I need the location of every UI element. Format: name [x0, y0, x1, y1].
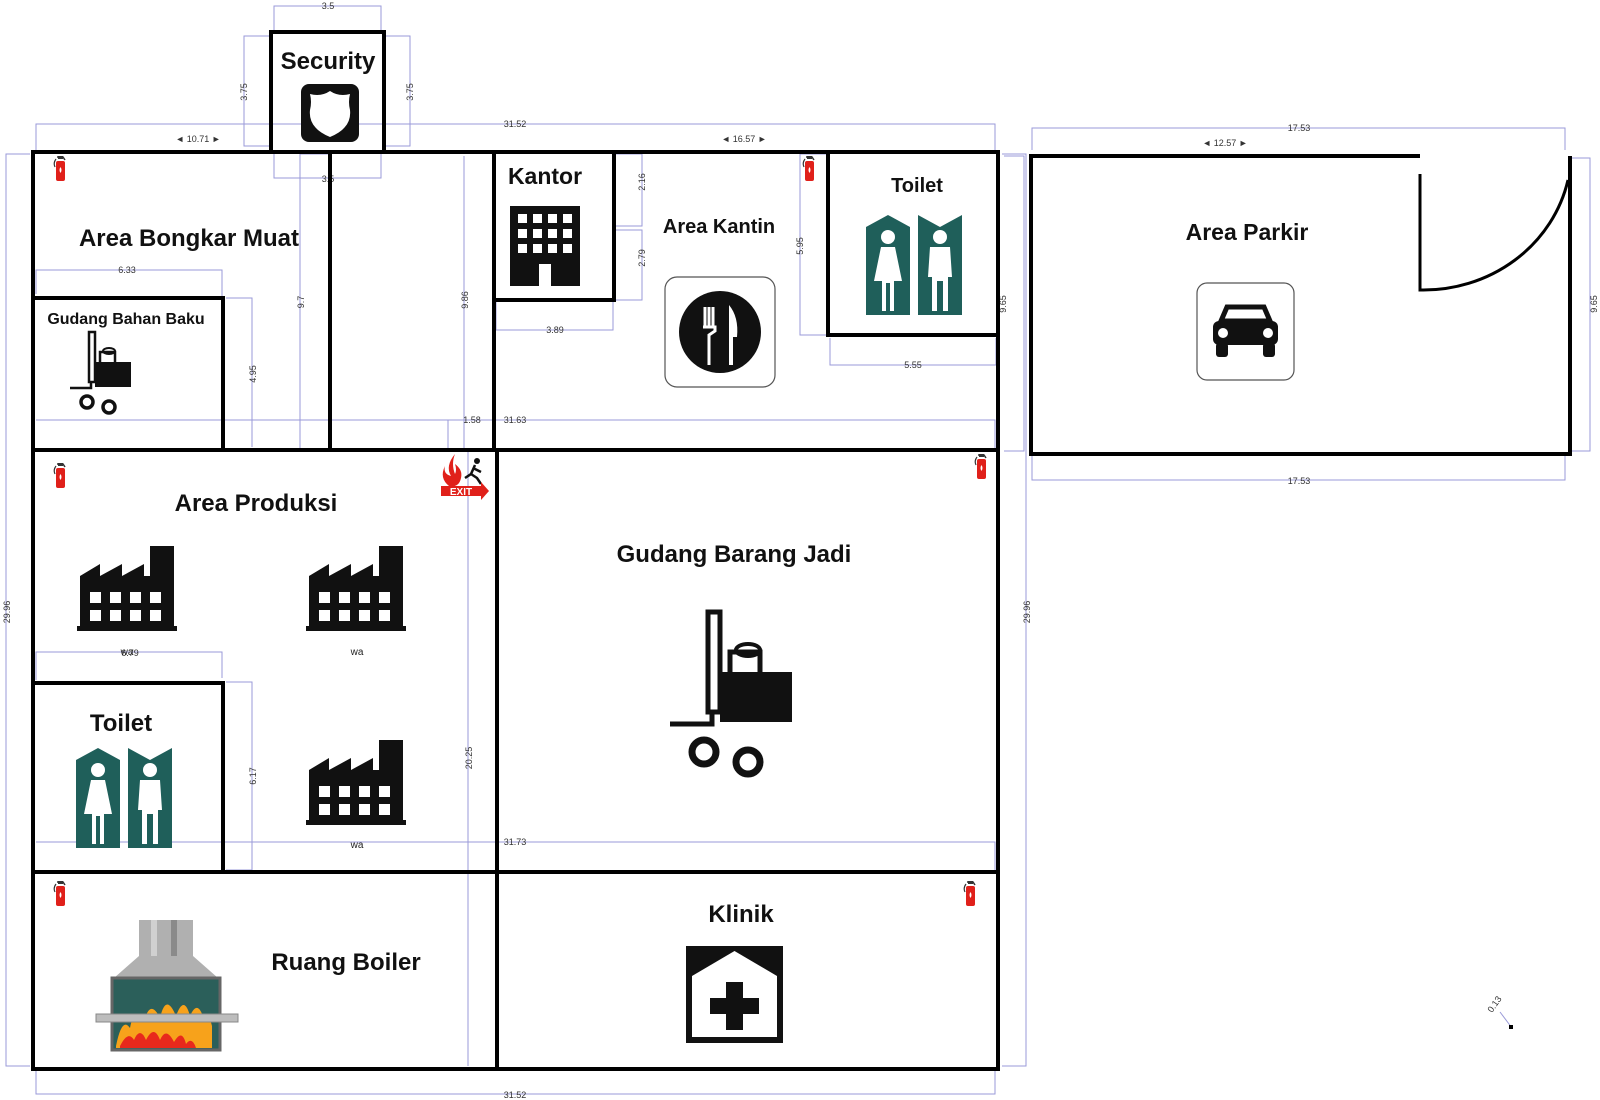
exit-label: EXIT	[450, 487, 472, 498]
room-label-kantor: Kantor	[508, 163, 582, 189]
factory-icon	[77, 546, 177, 631]
room-label-bongkar-muat: Area Bongkar Muat	[79, 225, 299, 252]
dim-kantor-h1: 2.16	[637, 173, 647, 191]
dim-bongkar-height: 9.7	[296, 296, 306, 309]
dim-corridor-height-2: 20.25	[464, 747, 474, 770]
factory-icon	[306, 740, 406, 825]
dim-toilet-left-height: 6.17	[248, 767, 258, 785]
exit-icon: EXIT	[441, 454, 489, 500]
room-label-klinik: Klinik	[708, 901, 774, 928]
dim-top-total: 31.52	[504, 119, 527, 129]
forklift-icon	[670, 612, 792, 774]
shield-icon	[301, 84, 359, 142]
room-label-gudang-barang-jadi: Gudang Barang Jadi	[617, 541, 852, 568]
dim-bottom-total: 31.52	[504, 1090, 527, 1100]
fire-extinguisher-icon	[802, 155, 815, 182]
fire-extinguisher-icon	[53, 880, 66, 907]
toilet-icon	[76, 748, 172, 848]
toilet-icon	[866, 215, 962, 315]
room-label-security: Security	[281, 48, 376, 75]
boiler-icon	[95, 920, 239, 1052]
walls	[31, 30, 1572, 1071]
fire-extinguisher-icon	[974, 453, 987, 480]
room-label-toilet-left: Toilet	[90, 710, 152, 737]
room-label-toilet-top: Toilet	[891, 175, 943, 197]
dim-toilet-top-width: 5.55	[904, 360, 922, 370]
dim-bahan-baku-height: 4.95	[248, 365, 258, 383]
fire-extinguisher-icon	[53, 462, 66, 489]
dim-row1-small: 1.58	[463, 415, 481, 425]
dim-kantor-h2: 2.79	[637, 249, 647, 267]
dim-corridor-height: 9.86	[460, 291, 470, 309]
fire-extinguisher-icon	[963, 880, 976, 907]
dim-kantor-width: 3.89	[546, 325, 564, 335]
dim-right-total: 29.96	[1022, 601, 1032, 624]
dim-row1-total: 31.63	[504, 415, 527, 425]
dim-parkir-top-inner: ◄ 12.57 ►	[1202, 138, 1247, 148]
building-icon	[510, 206, 580, 286]
machine-label: wa	[120, 647, 134, 658]
dim-top-mid: ◄ 16.57 ►	[721, 134, 766, 144]
dim-parkir-side-left: 9.65	[998, 295, 1008, 313]
room-label-boiler: Ruang Boiler	[271, 949, 420, 976]
dim-toilet-top-height: 5.95	[795, 237, 805, 255]
dim-left-total: 29.96	[2, 601, 12, 624]
dim-parkir-bottom: 17.53	[1288, 476, 1311, 486]
dim-parkir-side-right: 9.65	[1589, 295, 1599, 313]
room-label-gudang-bahan-baku: Gudang Bahan Baku	[47, 311, 204, 328]
room-label-kantin: Area Kantin	[663, 216, 775, 238]
car-icon	[1196, 282, 1295, 381]
room-labels: Security Area Bongkar Muat Gudang Bahan …	[47, 48, 1308, 976]
forklift-icon	[68, 330, 133, 415]
dim-bahan-baku-width: 6.33	[118, 265, 136, 275]
dim-security-width: 3.5	[322, 1, 335, 11]
cutlery-icon	[664, 276, 776, 388]
dim-security-height-left: 3.75	[239, 83, 249, 101]
dim-row2-total: 31.73	[504, 837, 527, 847]
room-label-produksi: Area Produksi	[175, 490, 338, 517]
factory-icon	[306, 546, 406, 631]
medical-cross-icon	[686, 946, 783, 1043]
dim-top-left: ◄ 10.71 ►	[175, 134, 220, 144]
dim-parkir-top-total: 17.53	[1288, 123, 1311, 133]
misc-marker	[1509, 1025, 1513, 1029]
machine-label: wa	[350, 647, 364, 658]
dim-security-height-right: 3.75	[405, 83, 415, 101]
machine-label: wa	[350, 840, 364, 851]
dim-toilet-left-width: 6.79	[121, 648, 139, 658]
fire-extinguisher-icon	[53, 155, 66, 182]
dim-misc: 0.13	[1485, 994, 1503, 1014]
room-label-parkir: Area Parkir	[1186, 219, 1309, 245]
